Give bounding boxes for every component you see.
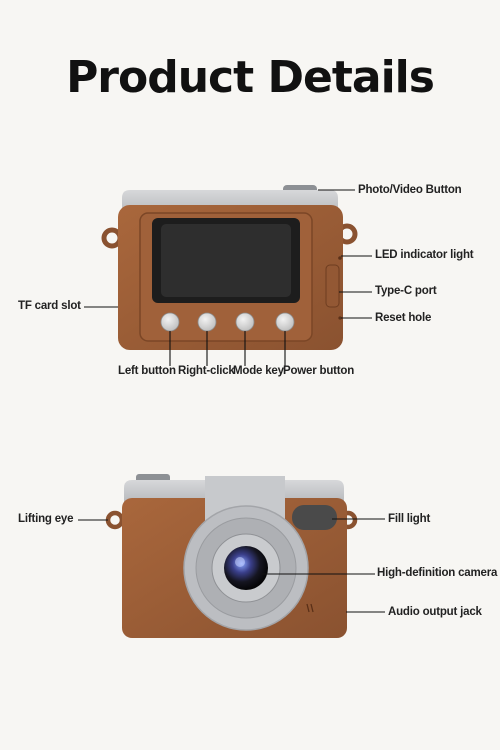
- label-reset-hole: Reset hole: [375, 312, 432, 324]
- label-tf-card-slot: TF card slot: [18, 300, 81, 312]
- fill-light: [292, 505, 337, 530]
- front-leader-lines: [78, 518, 385, 613]
- label-power-button: Power button: [283, 365, 355, 377]
- mode-key-button[interactable]: [235, 312, 255, 332]
- label-audio-output-jack: Audio output jack: [388, 606, 482, 618]
- label-right-click: Right-click: [178, 365, 235, 377]
- label-led-indicator-light: LED indicator light: [375, 249, 474, 261]
- page-title: Product Details: [66, 52, 435, 103]
- right-click-button[interactable]: [197, 312, 217, 332]
- back-left-lifting-eye: [101, 227, 123, 249]
- lens-glare: [235, 557, 245, 567]
- lifting-eye: [105, 510, 125, 530]
- power-button[interactable]: [275, 312, 295, 332]
- label-mode-key: Mode key: [233, 365, 284, 377]
- label-fill-light: Fill light: [388, 513, 431, 525]
- hd-camera-lens: [224, 546, 268, 590]
- label-photo-video-button: Photo/Video Button: [358, 184, 462, 196]
- label-left-button: Left button: [118, 365, 176, 377]
- label-type-c-port: Type-C port: [375, 285, 437, 297]
- label-lifting-eye: Lifting eye: [18, 513, 74, 525]
- lcd-screen: [161, 224, 291, 297]
- audio-output-jack: [306, 603, 314, 613]
- camera-front-view: [105, 474, 358, 638]
- led-indicator-light: [338, 256, 342, 260]
- left-button[interactable]: [160, 312, 180, 332]
- camera-back-view: [101, 185, 358, 350]
- label-hd-camera: High-definition camera: [377, 567, 498, 579]
- reset-hole[interactable]: [338, 316, 342, 320]
- type-c-port-cover[interactable]: [325, 264, 340, 308]
- back-leader-lines: [84, 189, 372, 366]
